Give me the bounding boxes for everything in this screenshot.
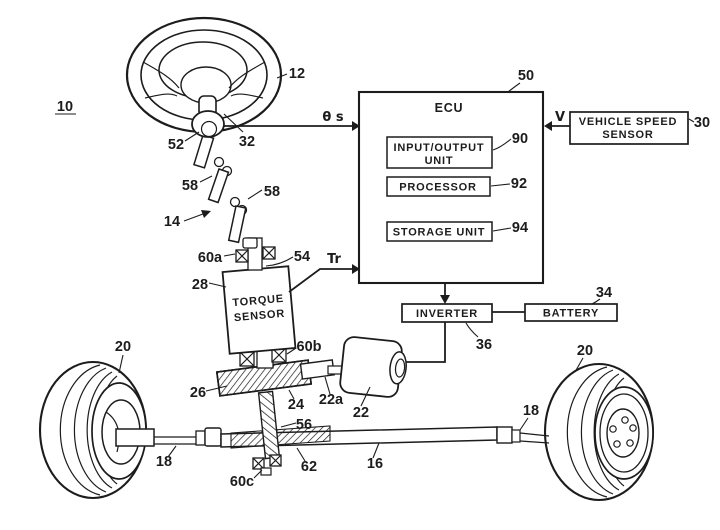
ref-battery: 34 (596, 285, 612, 301)
intermediate-shaft (192, 134, 258, 249)
torque-sensor-label-line1: TORQUE (232, 293, 285, 309)
inverter-box: INVERTER (401, 303, 493, 323)
rack-teeth-hatch (230, 425, 331, 449)
signal-torque: Tr (327, 252, 341, 267)
ball-screw (257, 390, 281, 460)
v-arrow (544, 121, 570, 131)
processor-box: PROCESSOR (386, 176, 491, 197)
motor (339, 336, 407, 398)
theta-arrow (224, 121, 360, 131)
ref-steering-shaft: 14 (164, 214, 180, 230)
ref-io-unit: 90 (512, 131, 528, 147)
rack-housing (215, 359, 335, 397)
reference-numerals: 10 12 52 32 58 58 14 60a 54 28 60b 26 24… (57, 66, 710, 490)
tie-rod-left (195, 427, 222, 447)
tie-rod-right (496, 426, 550, 444)
ref-wheel-left: 20 (115, 339, 131, 355)
tr-arrow (288, 264, 360, 293)
signal-vehicle-speed: V (555, 110, 565, 125)
storage-unit-box: STORAGE UNIT (386, 221, 493, 242)
torque-sensor-box: TORQUE SENSOR (221, 265, 297, 355)
io-unit-label-line1: INPUT/OUTPUT (394, 142, 485, 154)
ref-joint-lower: 58 (264, 184, 280, 200)
rack-bar (115, 425, 550, 449)
ref-bearing-b: 60b (297, 339, 322, 355)
io-unit-box: INPUT/OUTPUT UNIT (386, 136, 493, 169)
ref-coupling: 54 (294, 249, 310, 265)
leader-lines (55, 73, 695, 479)
wheel-right (543, 362, 655, 502)
battery-label: BATTERY (543, 308, 599, 320)
bearing-60b (239, 345, 287, 369)
ecu-inverter-arrow (440, 283, 450, 304)
torque-sensor-label-line2: SENSOR (233, 308, 285, 324)
vss-label-line2: SENSOR (602, 129, 653, 141)
battery-box: BATTERY (524, 303, 618, 322)
signal-steering-angle: θ s (322, 110, 343, 125)
ref-bearing-c: 60c (230, 474, 254, 490)
vss-box: VEHICLE SPEED SENSOR (569, 111, 689, 145)
shaft-direction-arrow (183, 210, 211, 222)
ref-ecu: 50 (518, 68, 534, 84)
inverter-motor-wire (406, 322, 446, 363)
ecu-label: ECU (435, 101, 464, 115)
inverter-label: INVERTER (416, 308, 478, 320)
ref-rack-housing: 26 (190, 385, 206, 401)
bearing-60a (235, 237, 276, 271)
ref-bearing-a: 60a (198, 250, 223, 266)
ref-pinion: 24 (288, 397, 304, 413)
steering-column-boss (191, 95, 225, 138)
ref-joint-upper: 58 (182, 178, 198, 194)
ref-processor: 92 (511, 176, 527, 192)
ref-vss: 30 (694, 115, 710, 131)
processor-label: PROCESSOR (399, 182, 477, 194)
lug-nuts (609, 416, 637, 448)
ref-screw-shaft: 56 (296, 417, 312, 433)
io-unit-label-line2: UNIT (425, 155, 454, 167)
ref-column: 52 (168, 137, 184, 153)
ref-wheel-right: 20 (577, 343, 593, 359)
steering-wheel (125, 16, 283, 134)
ref-motor-shaft: 22a (319, 392, 344, 408)
ref-torque-sensor: 28 (192, 277, 208, 293)
storage-unit-label: STORAGE UNIT (393, 227, 486, 239)
ref-system: 10 (57, 99, 73, 115)
ref-tie-rod-left: 18 (156, 454, 172, 470)
bearing-60c (252, 454, 282, 476)
ref-boss: 32 (239, 134, 255, 150)
ref-inverter: 36 (476, 337, 492, 353)
ref-tie-rod-right: 18 (523, 403, 539, 419)
ref-storage-unit: 94 (512, 220, 528, 236)
vss-label-line1: VEHICLE SPEED (579, 116, 677, 128)
ref-steering-wheel: 12 (289, 66, 305, 82)
ref-rack-shaft: 16 (367, 456, 383, 472)
signal-labels: θ s Tr V (322, 110, 565, 267)
ref-rack-teeth: 62 (301, 459, 317, 475)
ecu-box: ECU INPUT/OUTPUT UNIT PROCESSOR STORAGE … (357, 90, 545, 285)
ref-motor: 22 (353, 405, 369, 421)
